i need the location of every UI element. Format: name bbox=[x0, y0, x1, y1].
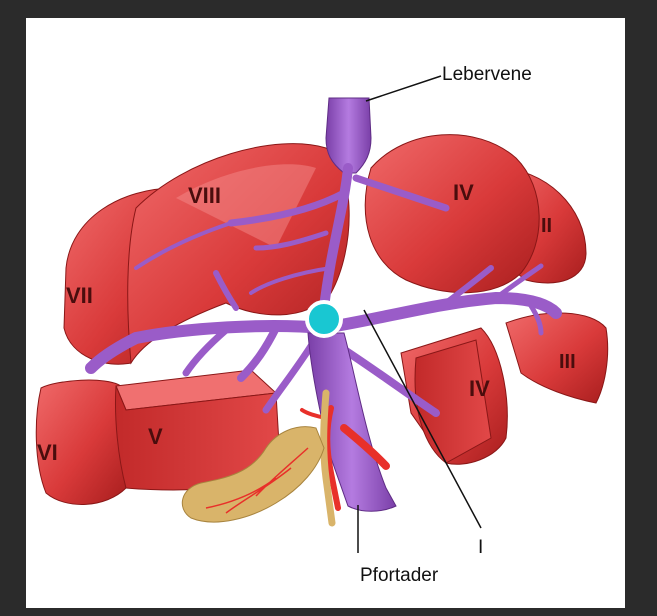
segment-label-3: III bbox=[559, 351, 576, 373]
segment-label-5: V bbox=[148, 424, 163, 449]
portal-vein-trunk bbox=[307, 332, 397, 512]
hepatic-vein-leader bbox=[365, 75, 442, 102]
gallbladder-vessels bbox=[205, 447, 309, 514]
segment-4-upper-lobe bbox=[364, 134, 540, 294]
bile-duct bbox=[320, 389, 336, 527]
segment-label-1: I bbox=[478, 537, 483, 558]
segment-8-highlight bbox=[176, 164, 316, 248]
segment-label-8: VIII bbox=[188, 183, 221, 208]
segment-label-4-lower: IV bbox=[469, 376, 490, 401]
liver-segments-diagram: VIII VII IV II III IV V VI Lebervene Pfo… bbox=[35, 64, 609, 586]
hepatic-vein-label: Lebervene bbox=[442, 64, 532, 85]
segment-label-2: II bbox=[541, 215, 552, 237]
segment-6-block bbox=[35, 379, 127, 505]
segment-1-leader bbox=[363, 309, 482, 529]
portal-vein-label: Pfortader bbox=[360, 565, 439, 586]
segment-3-block bbox=[505, 312, 609, 404]
hepatic-vein-trunk bbox=[325, 97, 372, 174]
cyan-dot-icon[interactable] bbox=[305, 300, 343, 338]
hepatic-vein-branches bbox=[134, 163, 450, 313]
segment-label-7: VII bbox=[66, 283, 93, 308]
segment-label-4-upper: IV bbox=[453, 180, 474, 205]
gallbladder bbox=[181, 426, 325, 523]
diagram-frame: VIII VII IV II III IV V VI Lebervene Pfo… bbox=[26, 18, 625, 608]
segment-4-lower-cut bbox=[414, 339, 492, 464]
segment-label-6: VI bbox=[37, 440, 58, 465]
